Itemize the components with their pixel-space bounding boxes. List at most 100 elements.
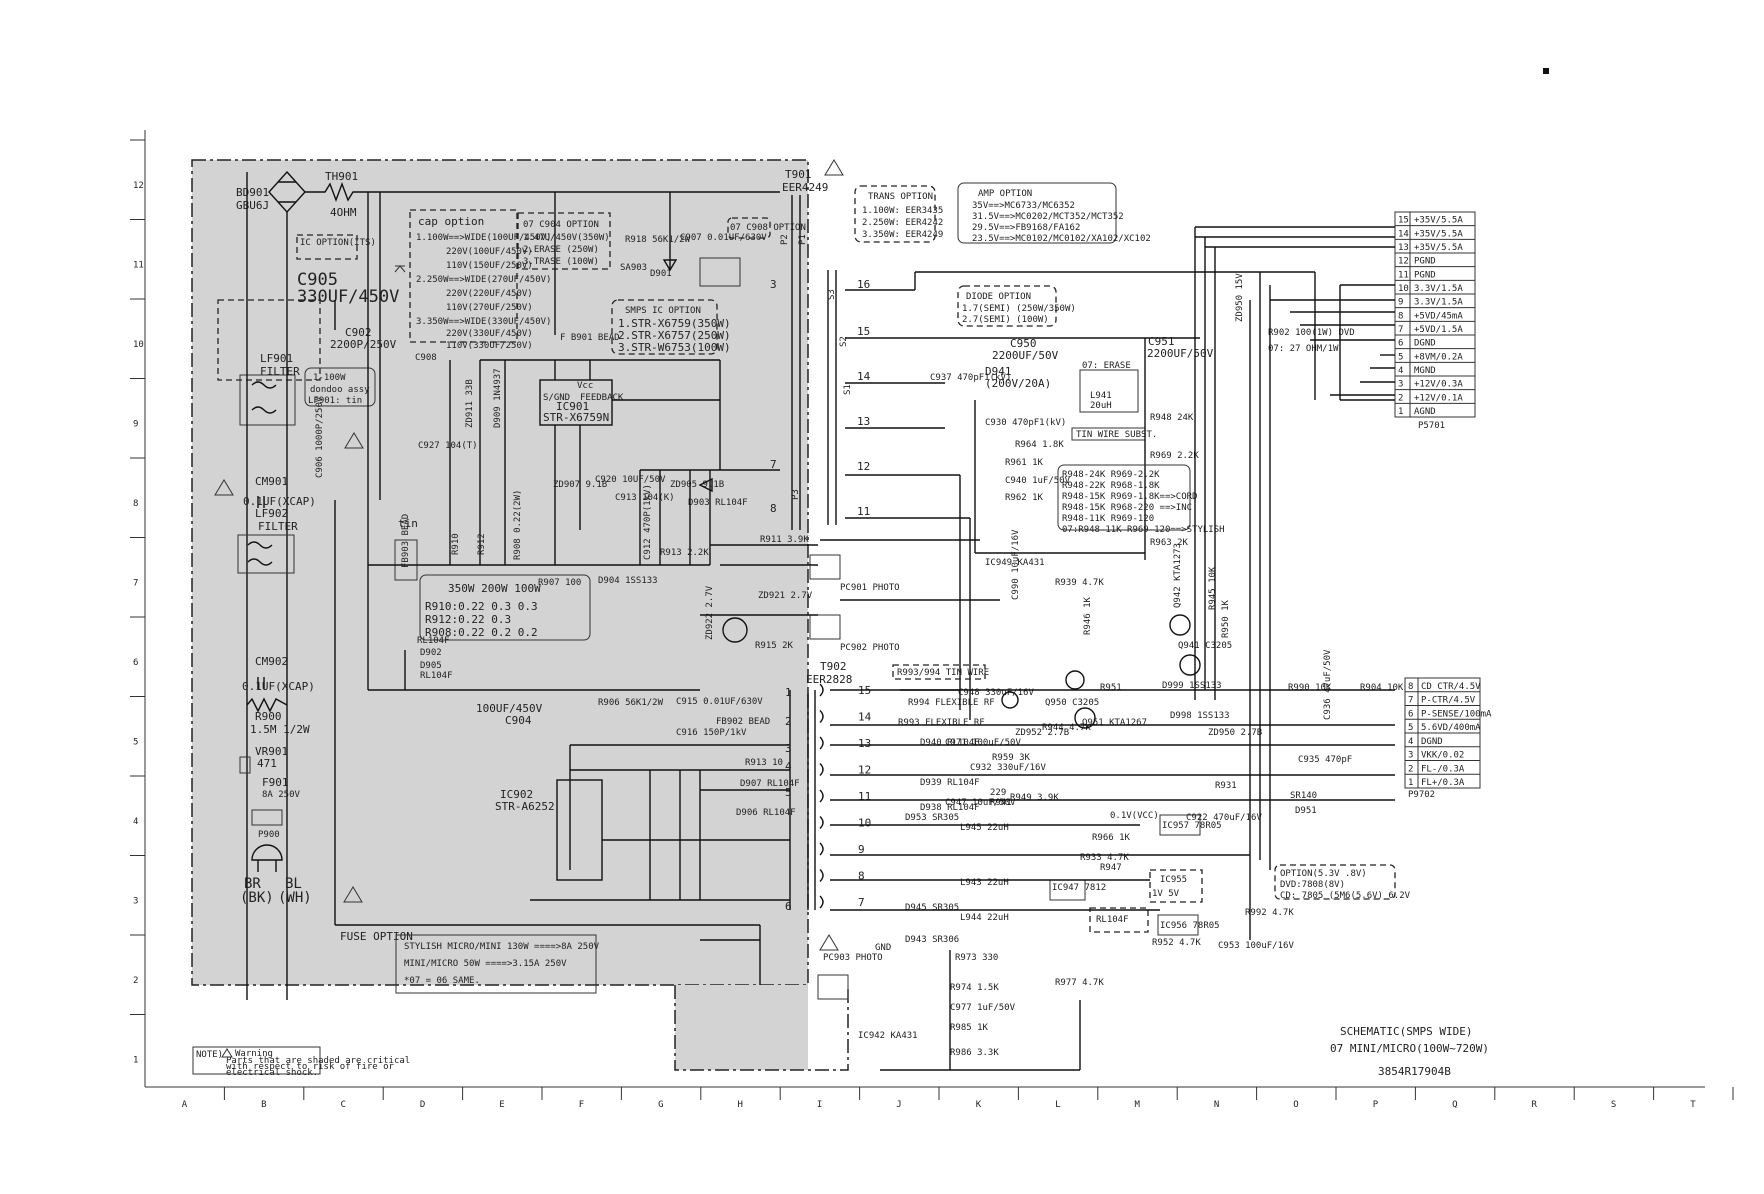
fb902-label: FB902 BEAD [716,717,770,727]
p900-label: P900 [258,830,280,840]
col-label: A [182,1100,188,1110]
diode-option-box: DIODE OPTION 1.7(SEMI) (250W/350W) 2.7(S… [957,285,1076,327]
l941-value: 20uH [1090,401,1112,411]
p9702-pin-number: 8 [1408,682,1413,692]
r948-label: R948 24K [1150,413,1194,423]
r-table-line: R948-24K R969-2.2K [1062,470,1160,480]
fuse-option-line: *07 = 06 SAME. [404,976,480,986]
corner-marker [1543,68,1549,74]
t902-winding [819,895,824,909]
r944-label: R944 4.7K [1042,723,1091,733]
d998-label: D998 1SS133 [1170,711,1230,721]
col-label: M [1135,1100,1141,1110]
p9702-pin-label: P-SENSE/100mA [1421,709,1492,719]
r977-label: R977 4.7K [1055,978,1104,988]
critical-shade [191,159,809,986]
p5701-pin-number: 8 [1398,311,1403,321]
t902-right-pin: 7 [858,896,865,909]
c951-value: 2200UF/50V [1147,347,1214,360]
r931-label: R931 [1215,781,1237,791]
p9702-pin-number: 4 [1408,737,1413,747]
critical-shade-tail [675,985,808,1070]
p5701-pin-number: 15 [1398,216,1409,226]
s1-label: S1 [843,384,853,395]
d941-ref: D941 [985,365,1012,378]
lf902-ref: LF902 [255,507,288,520]
r950-label: R950 1K [1221,599,1231,638]
d907-label: D907 RL104F [740,779,800,789]
tin-wire-label: TIN WIRE SUBST. [1076,430,1157,440]
cap-option-line: 220V(100UF/450V) [446,247,533,257]
d940-label: D940 RL104F [920,738,980,748]
p9702-ref: P9702 [1408,790,1435,800]
s-pin: 15 [857,325,870,338]
c936-label: C936 47uF/50V [1323,649,1333,720]
r-table-line: R948-22K R968-1.8K [1062,481,1160,491]
d939-label: D939 RL104F [920,778,980,788]
fb901-label: F B901 BEAD [560,333,620,343]
l941-ref: L941 [1090,391,1112,401]
zd950b-label: ZD950 2.7B [1208,728,1262,738]
sr140-label: SR140 [1290,791,1317,801]
ic956-label: IC956 78R05 [1160,921,1220,931]
smps-primary: R918 56K1/2W C907 0.01UF/630V SA903 D901… [368,192,818,641]
p9702-pin-number: 1 [1408,778,1413,788]
r992-label: R992 4.7K [1245,908,1294,918]
r229-label: 229 [990,788,1006,798]
c950-value: 2200UF/50V [992,349,1059,362]
t902-right-pin: 10 [858,817,871,830]
r973-label: R973 330 [955,953,998,963]
c990-label: C990 10uF/16V [1011,529,1021,600]
r974-label: R974 1.5K [950,983,999,993]
r952-label: R952 4.7K [1152,938,1201,948]
fuse-option-title: FUSE OPTION [340,930,413,943]
col-label: G [658,1100,663,1110]
t902-right-pin: 9 [858,843,865,856]
sheet-frame [144,130,1705,1088]
t902-right-pin: 11 [858,790,871,803]
critical-shade-tail-outline [674,985,849,1071]
cm902-ref: CM902 [255,655,288,668]
r913-label: R913 2.2K [660,548,709,558]
c977-label: C977 1uF/50V [950,1003,1016,1013]
zd922-label: ZD922 2.7V [705,585,715,640]
smps-ic-option-line: 1.STR-X6759(350W) [618,317,731,330]
r907-label: R907 100 [538,578,581,588]
r993b-label: R993 FLEXIBLE RF [898,718,985,728]
p9702-pin-label: VKK/0.02 [1421,751,1464,761]
amp-option-line: 31.5V==>MC0202/MCT352/MCT352 [972,212,1124,222]
p5701-pin-label: MGND [1414,366,1436,376]
vr901-ref: VR901 [255,745,288,758]
r990-label: R990 10K [1288,683,1332,693]
c904-option-line: 2.ERASE (250W) [523,245,599,255]
p5701-pin-label: PGND [1414,257,1436,267]
plug-wh: (WH) [278,890,312,906]
r949-label: R949 3.9K [1010,793,1059,803]
p5701-pin-label: 3.3V/1.5A [1414,298,1463,308]
c930-label: C930 470pF1(kV) [985,418,1066,428]
q950-label: Q950 C3205 [1045,698,1099,708]
r986-label: R986 3.3K [950,1048,999,1058]
c915-label: C915 0.01UF/630V [676,697,763,707]
cap-option-title: cap option [418,215,484,228]
r993-note: R993/994 TIN WIRE [897,668,989,678]
cap-option-line: 3.350W==>WIDE(330UF/450V) [416,317,551,327]
r964-label: R964 1.8K [1015,440,1064,450]
t902-left-pin: 3 [785,742,792,755]
ic955-label: IC955 [1160,875,1187,885]
gnd-label: GND [875,943,891,953]
cm902-value: 0.1UF(XCAP) [242,680,315,693]
p9702-pin-number: 6 [1408,709,1413,719]
note-text: electrical shock. [226,1068,318,1078]
lf901-sub: FILTER [260,365,300,378]
amp-option-line: 35V==>MC6733/MC6352 [972,201,1075,211]
r910-label: R910 [451,533,461,555]
r994-label: R994 FLEXIBLE RF [908,698,995,708]
lf902-sub: FILTER [258,520,298,533]
r946-label: R946 1K [1083,596,1093,635]
p9702-pin-label: FL+/0.3A [1421,778,1465,788]
p5701-pin-number: 13 [1398,243,1409,253]
d906-label: D906 RL104F [736,808,796,818]
